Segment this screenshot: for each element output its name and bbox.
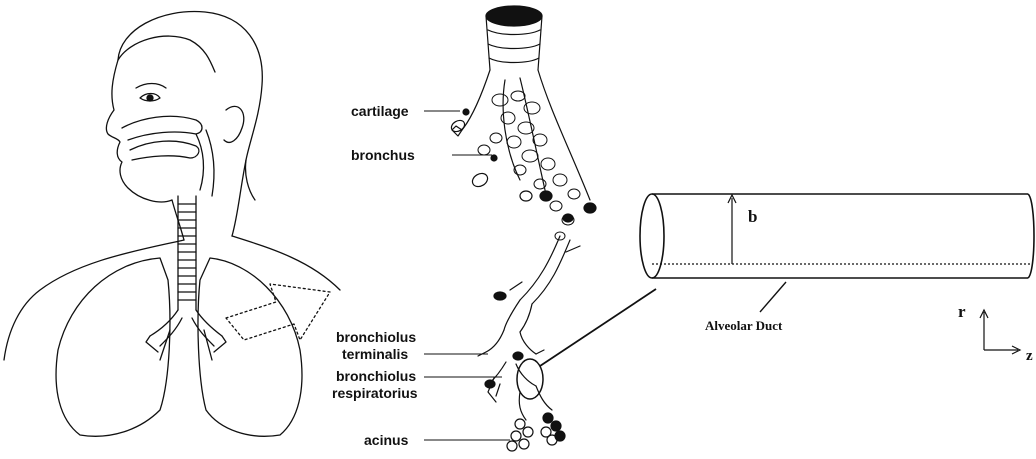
label-bronchus: bronchus [351,147,415,163]
alveolar-duct-cylinder [640,194,1034,312]
label-acinus: acinus [364,432,409,448]
axis-r-label: r [958,302,966,321]
trachea-opening [486,6,542,26]
nasal-cavity [122,116,202,140]
label-bronchiolus-respiratorius-2: respiratorius [332,385,418,401]
axis-z-label: z [1026,348,1033,364]
leader-lines [424,111,510,440]
zoom-connector [540,289,656,366]
trachea [146,196,226,360]
duct-front-face [640,194,664,278]
human-figure [4,12,340,437]
radius-label: b [748,207,757,226]
ear [224,106,244,142]
dotted-arrow [226,284,330,340]
label-bronchiolus-terminalis-2: terminalis [342,346,408,362]
label-bronchiolus-respiratorius-1: bronchiolus [336,368,416,384]
lung-right [198,258,302,436]
face-profile [106,60,172,202]
label-cartilage: cartilage [351,103,409,119]
acinus-cluster [507,386,565,451]
coordinate-axes [980,310,1020,354]
hair-line [118,36,215,72]
label-bronchiolus-terminalis-1: bronchiolus [336,329,416,345]
throat [196,134,203,190]
magnifier-circle [517,359,543,399]
duct-caption: Alveolar Duct [705,318,783,333]
airway-tree [449,6,596,451]
